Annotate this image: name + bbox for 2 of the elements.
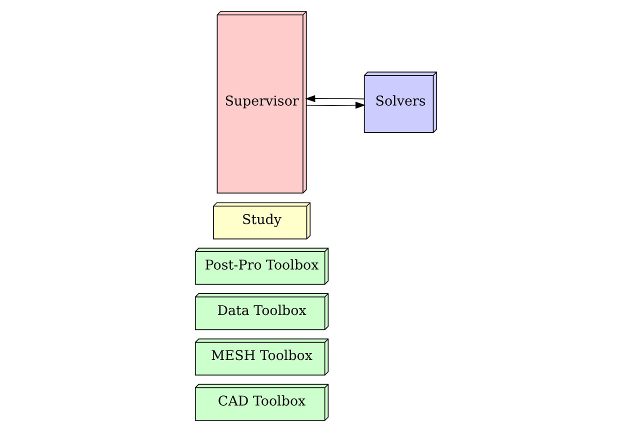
arrow <box>306 102 366 109</box>
arrow <box>305 95 365 102</box>
